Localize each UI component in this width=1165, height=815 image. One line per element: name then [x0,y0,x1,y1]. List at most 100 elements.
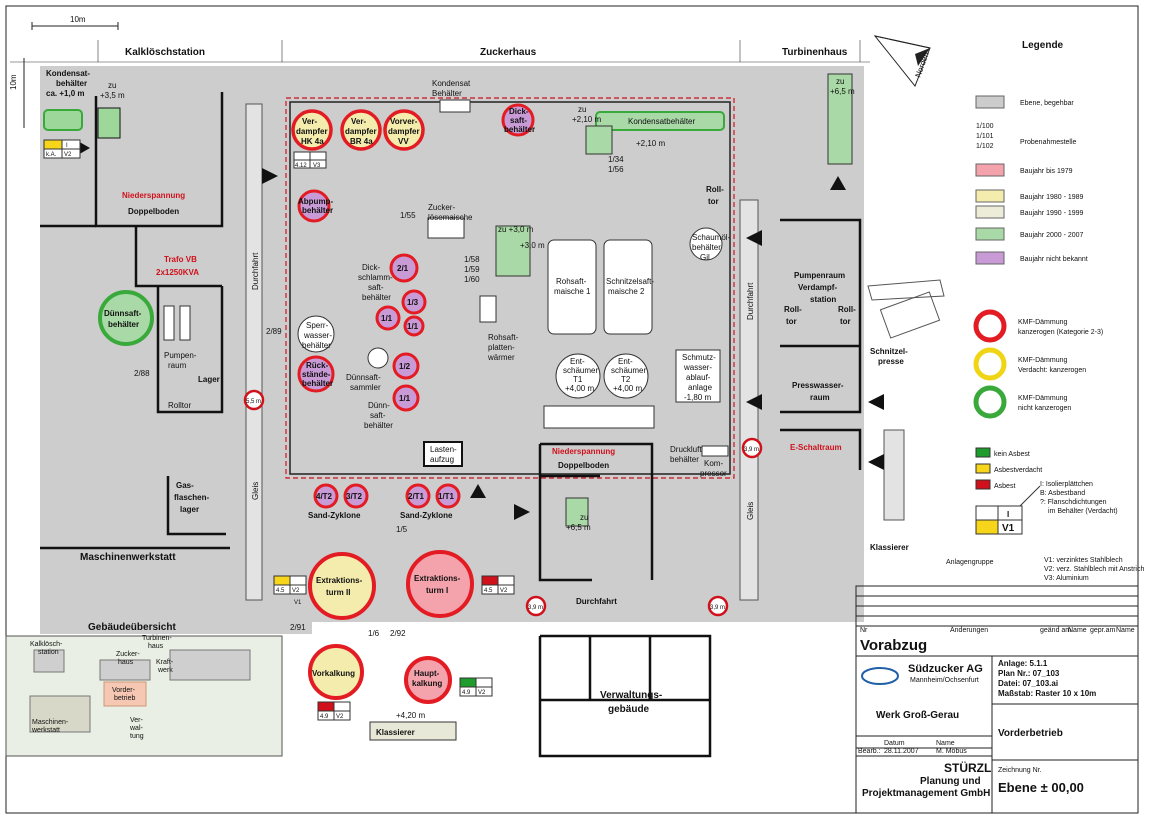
legend-asbestos-label: Asbest [994,483,1015,490]
s16: 1/6 [368,629,380,638]
rm2-1: Schnitzelsaft- [606,277,654,286]
l65-2: +6,5 m [830,87,855,96]
rohsaftmaische-1 [547,239,597,335]
vorkalkung [308,644,364,700]
anlagengruppe: Anlagengruppe [946,559,994,566]
lastenaufzug [423,441,463,467]
ov-2: Turbinen- [142,635,172,642]
durchfahrt-b: Durchfahrt [576,597,617,606]
pump-box-1 [163,305,175,341]
ov-6: Kraft- [156,659,174,666]
tb-firm1: STÜRZL [944,760,991,775]
ko-1: Kom- [704,459,723,468]
legend-example-br [997,519,1023,535]
tag-v2-b: V2 [500,588,508,594]
s134: 1/34 [608,155,624,164]
l65-1: zu [836,77,844,86]
tag-v3-a: V3 [313,163,321,169]
rm1-1: Rohsaft- [556,277,587,286]
ov-4: Zucker- [116,651,140,658]
overview-title: Gebäudeübersicht [88,622,176,633]
vd-hk-3: HK 4a [301,137,324,146]
kb-r: Kondensatbehälter [628,117,696,126]
legend-swatch [975,189,1005,203]
vd-br-3: BR 4a [350,137,373,146]
sp-1: Schnitzel- [870,347,908,356]
h39a: 3,9 m [744,447,759,453]
e1-4: +4,00 m [565,384,594,393]
vw-1: Verwaltungs- [600,690,662,701]
dicksch-1: Dick- [362,263,381,272]
label-maschinenwerkstatt: Maschinenwerkstatt [80,552,176,563]
sperr-3: behälter [302,341,331,350]
legend-label: Baujahr 1990 - 1999 [1020,210,1084,217]
legend-pointer [1019,485,1041,507]
sw-2: wasser- [683,363,712,372]
legend-swatch [975,227,1005,241]
c13: 1/3 [407,298,419,307]
s2t1: 2/T1 [408,492,425,501]
sw-3: ablauf- [686,373,711,382]
s158: 1/58 [464,255,480,264]
tb-col-2: geänd am [1040,627,1071,634]
left-walls [40,92,230,550]
ruck-2: stände- [302,370,331,379]
tag-v2-a: V2 [292,588,300,594]
tb-vorabzug: Vorabzug [860,637,927,654]
hauptkalkung [404,656,452,704]
h55: 5,5 m [246,399,261,405]
schnitzelpresse-symbol [867,279,945,521]
scale-bar: 10m 10m [9,15,119,128]
pw-2: raum [810,393,830,402]
pw-1: Presswasser- [792,381,844,390]
header-turbinenhaus: Turbinenhaus [782,47,848,58]
ls-1: 1/100 [976,123,994,130]
label-doppelboden-left: Doppelboden [128,207,179,216]
code-0: I: Isolierplättchen [1040,481,1093,488]
kl-b: Klassierer [376,728,415,737]
tag-v2-c: V2 [478,690,486,696]
dl-2: behälter [670,455,699,464]
tb-col-0: Nr [860,627,868,634]
label-trafo-2: 2x1250KVA [156,268,199,277]
track-left [245,103,263,601]
sperrwasser-behaelter [297,315,335,353]
vd-vv-3: VV [398,137,409,146]
abpump-behaelter [297,189,331,223]
so-3: Gil [700,253,710,262]
label-duennsaft-left: Dünnsaft- [104,309,142,318]
tb-datum: 28.11.2007 [884,748,919,755]
tb-firm3: Projektmanagement GmbH [862,788,990,799]
la-2: aufzug [430,455,454,464]
tag-45-a: 4.5 [276,588,285,594]
c11c: 1/1 [399,394,411,403]
l210a: zu [578,105,586,114]
ls-2: 1/101 [976,133,994,140]
raster-grid [10,40,870,63]
sw-1: Schmutz- [682,353,716,362]
tb-datum-h: Datum [884,740,905,747]
tag-49: 4.9 [462,690,471,696]
c12: 1/2 [399,362,411,371]
label-duennsaft-left-2: behälter [108,320,139,329]
label-gas-3: lager [180,505,199,514]
ov-10: Maschinen- [32,719,69,726]
l30b: +3,0 m [520,241,545,250]
legend-ring-label: KMF-Dämmung [1018,395,1068,402]
tag-45-b: 4.5 [484,588,493,594]
s155: 1/55 [400,211,416,220]
legend-label: Baujahr bis 1979 [1020,168,1073,175]
pr-2: Verdampf- [798,283,837,292]
legend-example-tl [975,505,999,521]
label-lager: Lager [198,375,220,384]
label-pumpenraum-left-2: raum [168,361,187,370]
s3t2: 3/T2 [346,492,363,501]
entrance-arrows [76,140,884,520]
rp-3: wärmer [487,353,515,362]
schmutzwasser-anlage [675,349,721,403]
vd-hk-1: Ver- [302,117,317,126]
header-zuckerhaus: Zuckerhaus [480,47,537,58]
ov-11: werkstatt [31,727,60,734]
asbestos-tags [43,139,515,721]
